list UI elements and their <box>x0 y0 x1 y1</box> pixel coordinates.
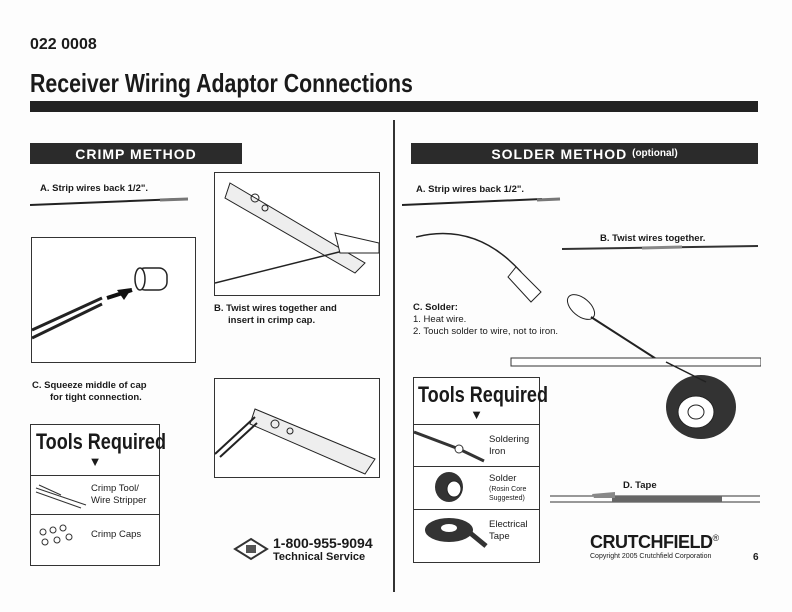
tool-label: Crimp Caps <box>91 529 142 540</box>
tools-required-title: Tools Required <box>418 382 548 407</box>
instruction-line: 1. Heat wire. <box>413 314 467 325</box>
tape-roll-icon <box>425 518 488 548</box>
tools-required-title: Tools Required <box>36 429 166 454</box>
tool-label: Tape <box>489 531 510 542</box>
solder-header-text: SOLDER METHOD <box>491 145 628 162</box>
step-c-line: C. Squeeze middle of cap <box>32 380 147 391</box>
tool-label: Iron <box>489 445 506 457</box>
tool-note: Suggested) <box>489 495 525 502</box>
crimp-tools-required-box: Tools Required ▼ Crimp Tool/Wire Strippe… <box>30 424 166 566</box>
copyright: Copyright 2005 Crutchfield Corporation <box>590 553 712 560</box>
tool-label: Soldering <box>489 433 530 445</box>
page-title: Receiver Wiring Adaptor Connections <box>30 68 413 98</box>
tool-item-crimp-tool: Crimp Tool/Wire Stripper <box>31 475 159 514</box>
crimp-cap-insert-illustration <box>31 237 196 363</box>
tool-label: Electrical <box>489 519 528 530</box>
down-arrow-icon: ▼ <box>88 454 102 469</box>
crimp-caps-icon <box>39 524 73 546</box>
taped-wire-illustration <box>550 492 760 503</box>
registered-mark: ® <box>712 533 720 543</box>
crimp-method-header: CRIMP METHOD <box>30 143 242 164</box>
down-arrow-icon: ▼ <box>470 407 483 422</box>
tool-item-crimp-caps: Crimp Caps <box>31 514 159 555</box>
solder-spool-icon <box>435 472 463 502</box>
tool-label: Crimp Tool/ <box>91 483 139 494</box>
twisted-wires-illustration <box>562 245 758 250</box>
solder-step-c-instructions: 1. Heat wire.2. Touch solder to wire, no… <box>413 314 558 338</box>
step-b-line: insert in crimp cap. <box>228 315 316 326</box>
solder-step-b: B. Twist wires together. <box>600 233 706 244</box>
tool-note: (Rosin Core <box>489 486 527 493</box>
step-c-line: for tight connection. <box>50 392 142 403</box>
instruction-line: 2. Touch solder to wire, not to iron. <box>413 326 559 337</box>
brand-name: CRUTCHFIELD <box>590 532 713 552</box>
crutchfield-logo: CRUTCHFIELD® <box>590 532 719 553</box>
solder-step-a: A. Strip wires back 1/2". <box>416 184 524 195</box>
crimp-step-a: A. Strip wires back 1/2". <box>40 183 148 194</box>
soldering-illustration <box>416 232 761 439</box>
tool-label: Wire Stripper <box>91 495 147 506</box>
tool-label: Solder <box>489 473 517 484</box>
solder-step-d: D. Tape <box>623 480 657 491</box>
crimp-tool-twist-illustration <box>214 172 380 296</box>
solder-header-note: (optional) <box>632 148 678 159</box>
document-id: 022 0008 <box>30 36 97 53</box>
stripped-wire-illustration <box>30 197 189 206</box>
phone-number[interactable]: 1-800-955-9094 <box>273 535 373 551</box>
column-divider <box>393 120 395 592</box>
solder-step-c: C. Solder: <box>413 302 458 313</box>
step-b-line: B. Twist wires together and <box>214 303 337 314</box>
title-rule <box>30 101 758 112</box>
soldering-iron-icon <box>414 430 485 462</box>
page-number: 6 <box>753 552 759 563</box>
solder-method-header: SOLDER METHOD (optional) <box>411 143 758 164</box>
phone-icon <box>233 537 269 561</box>
support-label: Technical Service <box>273 551 366 563</box>
crimp-tool-icon <box>35 484 87 509</box>
crimp-squeeze-illustration <box>214 378 380 478</box>
solder-stripped-wire <box>402 197 561 206</box>
